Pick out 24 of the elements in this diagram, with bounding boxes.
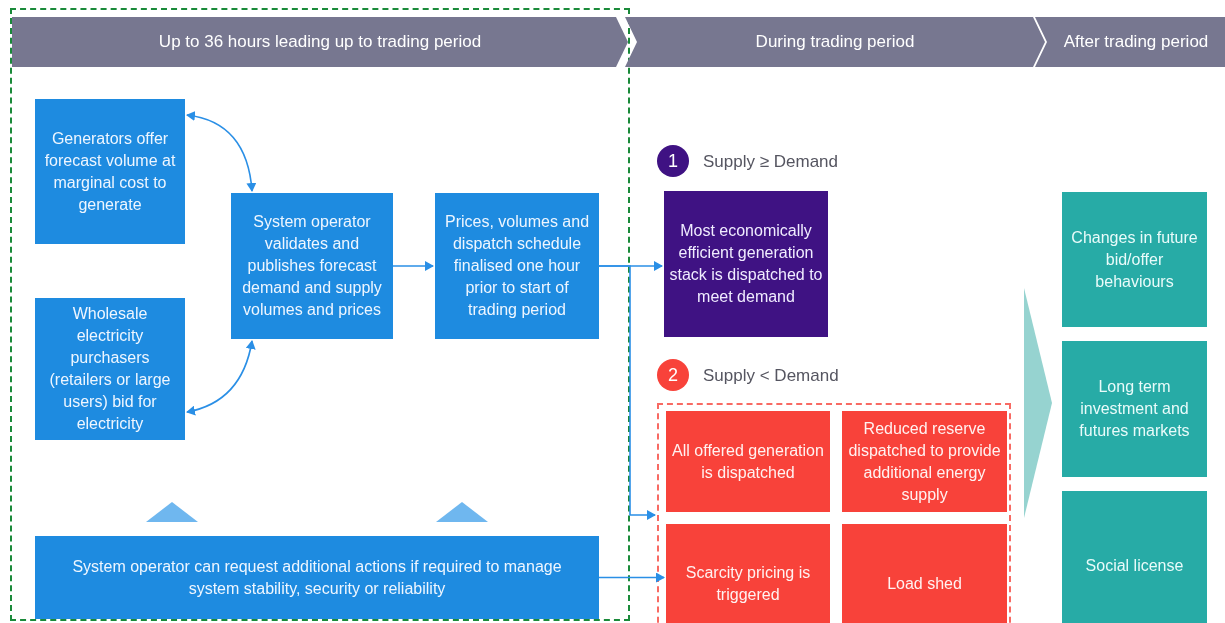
process-box: Reduced reserve dispatched to provide additional energy supply	[842, 411, 1007, 512]
process-box: System operator validates and publishes forecast demand and supply volumes and prices	[231, 193, 393, 339]
phase-banner: After trading period	[1035, 17, 1225, 67]
outcome-box: Long term investment and futures markets	[1062, 341, 1207, 477]
phase-banner: Up to 36 hours leading up to trading period	[12, 17, 628, 67]
process-box: Load shed	[842, 524, 1007, 623]
arrow	[392, 261, 434, 271]
outcome-box: Social license	[1062, 491, 1207, 623]
arrow	[186, 340, 256, 416]
dashed-region	[10, 8, 630, 621]
process-box: Wholesale electricity purchasers (retailers or large users) bid for electricity	[35, 298, 185, 440]
arrow	[186, 111, 257, 192]
case-heading: Supply < Demand	[703, 365, 839, 387]
arrow	[598, 265, 656, 520]
arrow	[598, 572, 665, 583]
process-box: Most economically efficient generation stack is dispatched to meet demand	[664, 191, 828, 337]
process-box: Prices, volumes and dispatch schedule finalised one hour prior to start of trading period	[435, 193, 599, 339]
process-box: System operator can request additional actions if required to manage system stability, security or reliability	[35, 536, 599, 619]
process-box: Scarcity pricing is triggered	[666, 524, 830, 623]
process-box: All offered generation is dispatched	[666, 411, 830, 512]
dashed-region	[657, 403, 1011, 623]
outcome-box: Changes in future bid/offer behaviours	[1062, 192, 1207, 327]
case-heading: Supply ≥ Demand	[703, 151, 838, 173]
process-box: Generators offer forecast volume at marginal cost to generate	[35, 99, 185, 244]
